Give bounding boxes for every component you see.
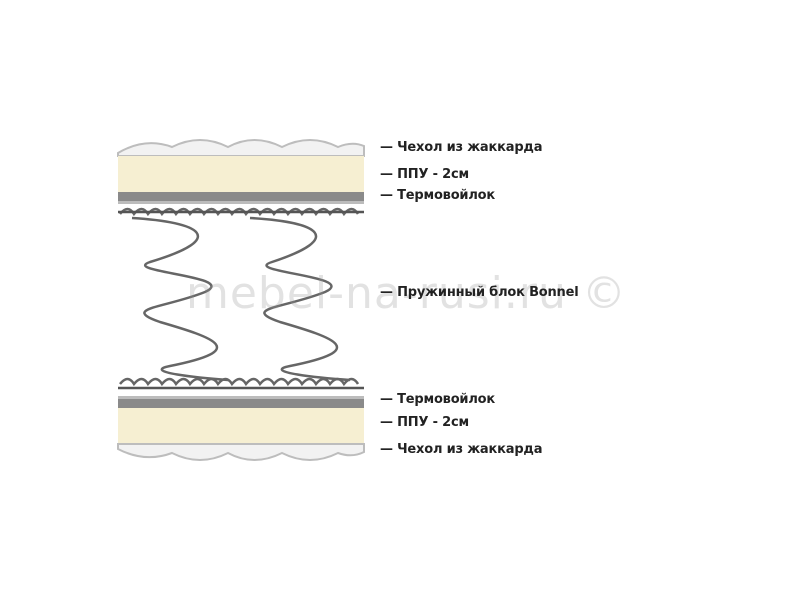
label-felt-bottom: — Термовойлок: [380, 392, 496, 407]
spring-left: [131, 216, 229, 382]
spring-block: [118, 207, 364, 390]
bottom-coil-row: [119, 377, 360, 387]
felt-bottom-edge: [118, 396, 364, 399]
felt-bottom-layer: [118, 399, 364, 408]
spring-right: [249, 216, 351, 382]
cover-bottom-layer: [117, 443, 365, 461]
foam-top-layer: [118, 156, 364, 192]
cover-top-layer: [117, 139, 365, 157]
felt-top-edge: [118, 201, 364, 204]
felt-top-layer: [118, 192, 364, 201]
label-foam-top: — ППУ - 2см: [380, 167, 469, 182]
foam-bottom-layer: [118, 408, 364, 444]
label-spring-block: — Пружинный блок Bonnel: [380, 285, 579, 300]
label-cover-top: — Чехол из жаккарда: [380, 140, 543, 155]
label-cover-bottom: — Чехол из жаккарда: [380, 442, 543, 457]
label-foam-bottom: — ППУ - 2см: [380, 415, 469, 430]
label-felt-top: — Термовойлок: [380, 188, 496, 203]
